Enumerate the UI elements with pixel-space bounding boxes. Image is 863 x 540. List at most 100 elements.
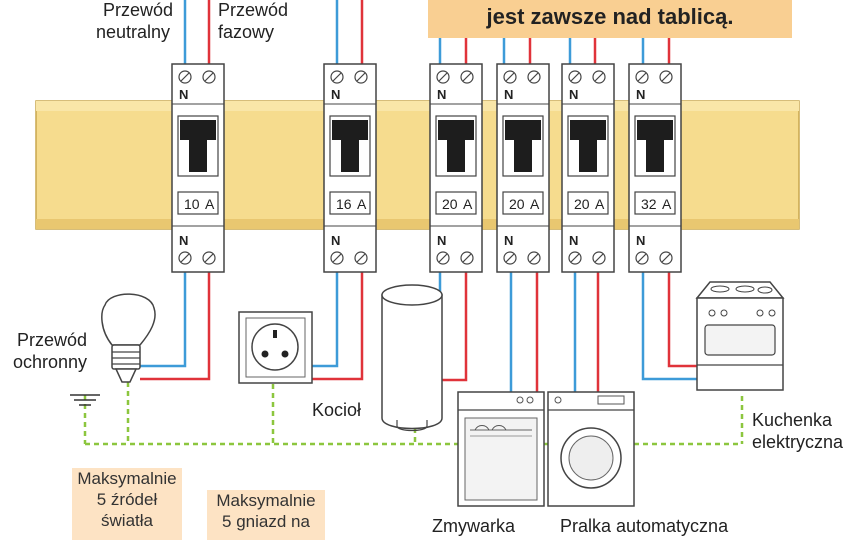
din-rail-highlight bbox=[36, 101, 799, 111]
wall-socket-icon bbox=[238, 311, 313, 384]
note-lights: Maksymalnie 5 źródeł światła bbox=[72, 468, 182, 540]
rating-box bbox=[177, 191, 219, 215]
breaker-rating-unit: A bbox=[530, 196, 540, 212]
washing-machine-icon bbox=[547, 391, 635, 507]
terminal-screw-icon bbox=[460, 251, 474, 265]
terminal-screw-icon bbox=[330, 251, 344, 265]
terminal-screw-icon bbox=[659, 70, 673, 84]
phase-wire-label-line2: fazowy bbox=[218, 22, 275, 42]
terminal-label: N bbox=[504, 233, 513, 248]
switch-lever-top bbox=[438, 120, 474, 140]
breaker-rating-unit: A bbox=[595, 196, 605, 212]
terminal-label: N bbox=[636, 233, 645, 248]
terminal-screw-icon bbox=[659, 251, 673, 265]
terminal-screw-icon bbox=[527, 70, 541, 84]
terminal-label: N bbox=[504, 87, 513, 102]
rating-box bbox=[502, 191, 544, 215]
dishwasher-label: Zmywarka bbox=[432, 516, 516, 536]
terminal-label: N bbox=[437, 233, 446, 248]
banner: jest zawsze nad tablicą. bbox=[428, 0, 792, 38]
terminal-screw-icon bbox=[460, 70, 474, 84]
switch-lever-handle bbox=[579, 138, 597, 172]
terminal-screw-icon bbox=[503, 70, 517, 84]
breaker-rating-unit: A bbox=[662, 196, 672, 212]
terminal-label: N bbox=[569, 233, 578, 248]
electric-stove-label-line2: elektryczna bbox=[752, 432, 844, 452]
switch-lever-top bbox=[637, 120, 673, 140]
terminal-screw-icon bbox=[436, 70, 450, 84]
din-rail-shadow bbox=[36, 219, 799, 229]
electric-stove-icon bbox=[695, 281, 785, 391]
circuit-breaker: N 16 A N bbox=[323, 63, 377, 273]
neutral-wire-label-line1: Przewód bbox=[103, 0, 174, 20]
boiler-icon bbox=[381, 284, 443, 432]
terminal-label: N bbox=[331, 233, 340, 248]
breaker-rating: 16 bbox=[336, 196, 352, 212]
electric-stove-label-line1: Kuchenka bbox=[752, 410, 833, 430]
terminal-screw-icon bbox=[527, 251, 541, 265]
protective-wire-label-line2: ochronny bbox=[13, 352, 88, 372]
switch-lever-top bbox=[570, 120, 606, 140]
switch-lever-handle bbox=[514, 138, 532, 172]
breaker-rating: 20 bbox=[442, 196, 458, 212]
circuit-breaker: N 10 A N bbox=[171, 63, 225, 273]
boiler-label: Kocioł bbox=[312, 400, 362, 420]
circuit-breaker: N 32 A N bbox=[628, 63, 682, 273]
terminal-label: N bbox=[331, 87, 340, 102]
breaker-rating: 10 bbox=[184, 196, 200, 212]
switch-lever-top bbox=[332, 120, 368, 140]
note-sockets-line1: Maksymalnie bbox=[216, 491, 316, 510]
din-rail bbox=[35, 100, 800, 230]
switch-lever-handle bbox=[447, 138, 465, 172]
washing-machine-label: Pralka automatyczna bbox=[560, 516, 729, 536]
terminal-screw-icon bbox=[568, 70, 582, 84]
switch-lever-handle bbox=[189, 138, 207, 172]
rating-box bbox=[435, 191, 477, 215]
terminal-screw-icon bbox=[635, 251, 649, 265]
terminal-screw-icon bbox=[178, 251, 192, 265]
ground-symbol bbox=[70, 394, 100, 406]
breaker-rating-unit: A bbox=[357, 196, 367, 212]
breaker-rating: 20 bbox=[509, 196, 525, 212]
breaker-rating: 32 bbox=[641, 196, 657, 212]
rating-box bbox=[634, 191, 676, 215]
switch-lever-handle bbox=[341, 138, 359, 172]
terminal-screw-icon bbox=[354, 251, 368, 265]
terminal-label: N bbox=[179, 87, 188, 102]
terminal-screw-icon bbox=[202, 70, 216, 84]
terminal-screw-icon bbox=[592, 70, 606, 84]
terminal-screw-icon bbox=[635, 70, 649, 84]
terminal-screw-icon bbox=[503, 251, 517, 265]
terminal-screw-icon bbox=[330, 70, 344, 84]
terminal-label: N bbox=[636, 87, 645, 102]
terminal-screw-icon bbox=[436, 251, 450, 265]
neutral-wire-label-line2: neutralny bbox=[96, 22, 171, 42]
terminal-label: N bbox=[179, 233, 188, 248]
terminal-screw-icon bbox=[178, 70, 192, 84]
note-sockets-line2: 5 gniazd na bbox=[222, 512, 310, 531]
terminal-screw-icon bbox=[202, 251, 216, 265]
circuit-breaker: N 20 A N bbox=[496, 63, 550, 273]
breaker-rating-unit: A bbox=[463, 196, 473, 212]
breaker-rating: 20 bbox=[574, 196, 590, 212]
rating-box bbox=[567, 191, 609, 215]
note-lights-line1: Maksymalnie bbox=[77, 469, 177, 488]
circuit-breaker: N 20 A N bbox=[429, 63, 483, 273]
switch-lever-top bbox=[505, 120, 541, 140]
wires-top bbox=[183, 0, 671, 66]
phase-wire-label-line1: Przewód bbox=[218, 0, 289, 20]
dishwasher-icon bbox=[457, 391, 545, 507]
note-sockets: Maksymalnie 5 gniazd na bbox=[207, 490, 325, 540]
terminal-screw-icon bbox=[592, 251, 606, 265]
note-lights-line3: światła bbox=[101, 511, 153, 530]
switch-lever-handle bbox=[646, 138, 664, 172]
terminal-label: N bbox=[437, 87, 446, 102]
rating-box bbox=[329, 191, 371, 215]
breaker-rating-unit: A bbox=[205, 196, 215, 212]
terminal-screw-icon bbox=[568, 251, 582, 265]
light-bulb-icon bbox=[101, 293, 156, 383]
note-lights-line2: 5 źródeł bbox=[96, 490, 158, 509]
